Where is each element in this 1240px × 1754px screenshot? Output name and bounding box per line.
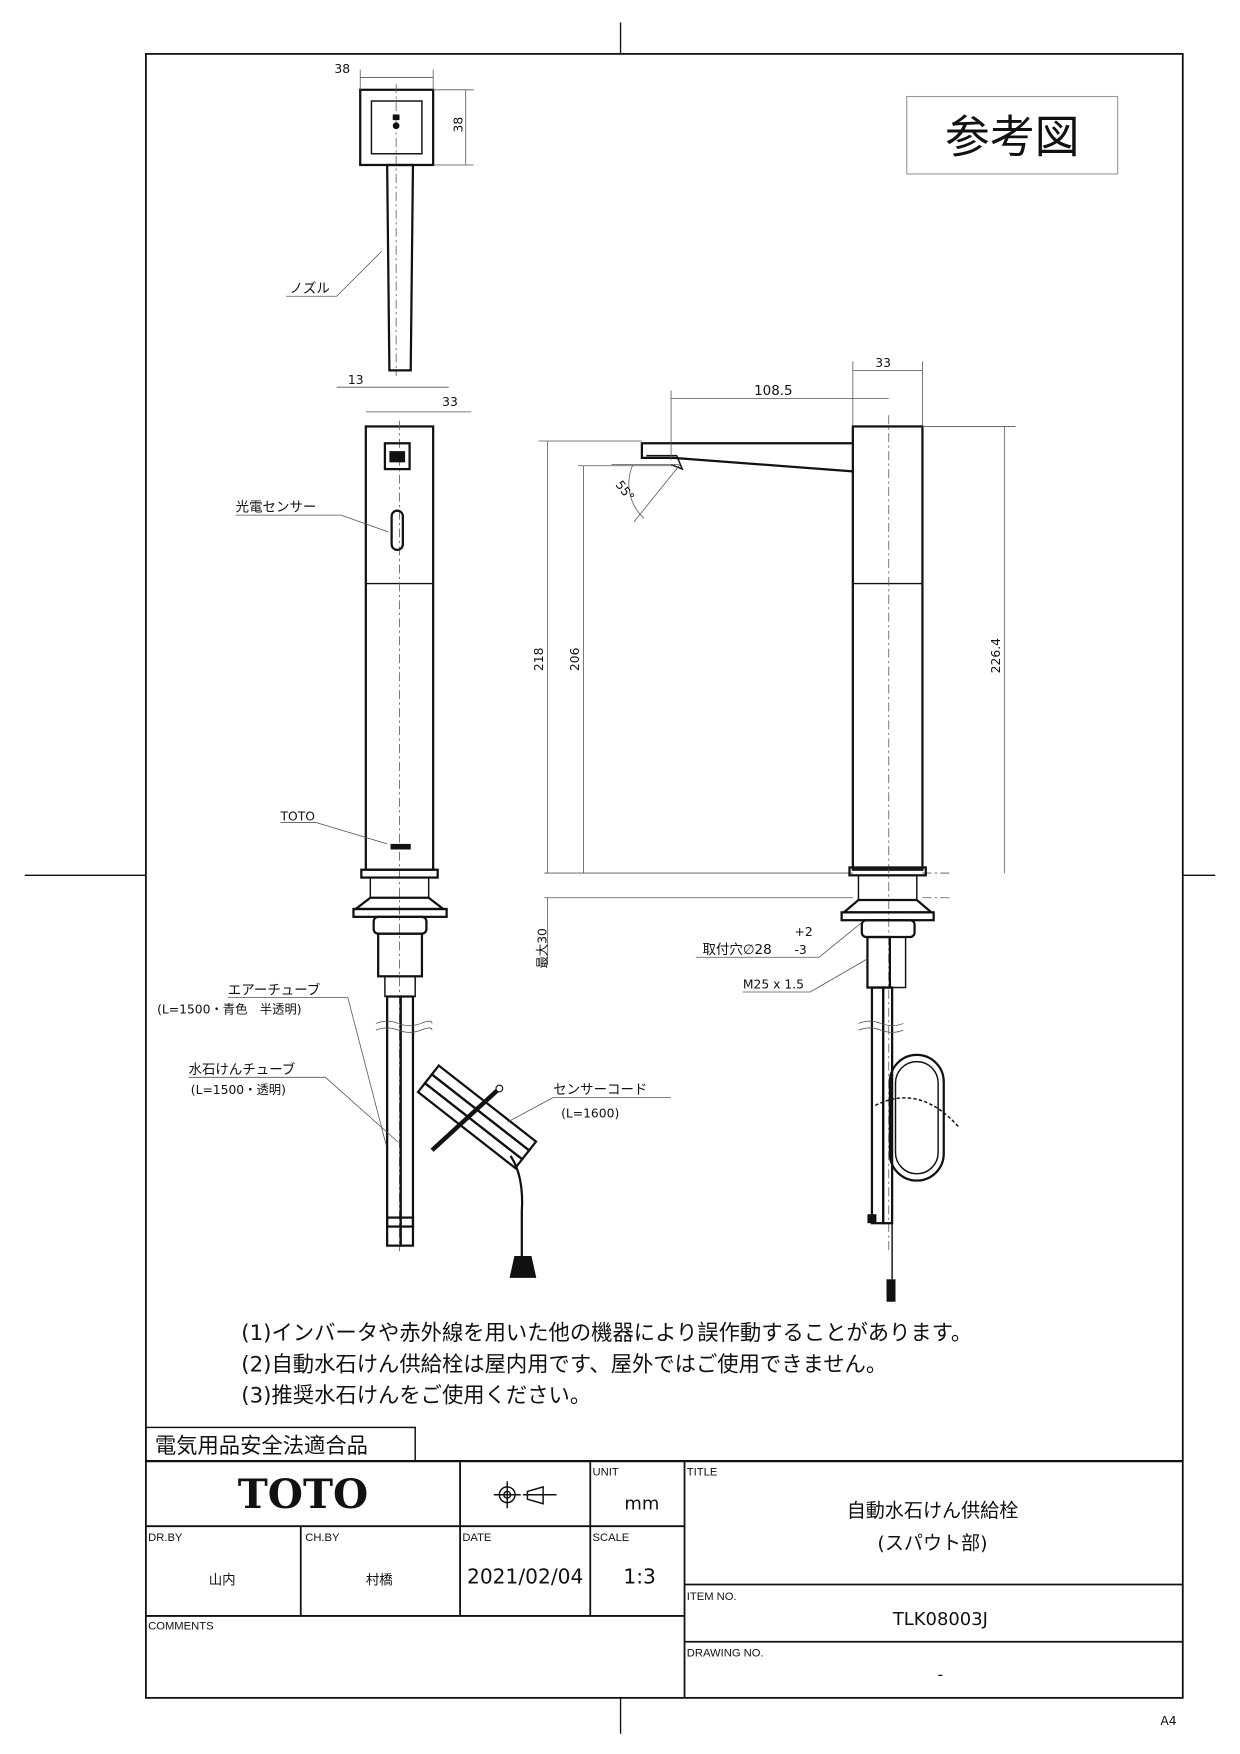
dim-spout-reach: 108.5 <box>754 384 793 399</box>
dim-body-width-left: 33 <box>442 395 458 409</box>
title-line-2: (スパウト部) <box>877 1533 987 1555</box>
item-no-label: ITEM NO. <box>687 1591 737 1603</box>
drawn-by-label: DR.BY <box>148 1532 183 1544</box>
mount-hole-label: 取付穴∅28 <box>702 942 771 958</box>
item-no: TLK08003J <box>892 1609 988 1630</box>
toto-logo: TOTO <box>238 1470 368 1518</box>
note-2: (2)自動水石けん供給栓は屋内用です、屋外ではご使用できません。 <box>241 1352 887 1377</box>
title-block: TOTO UNIT mm TITLE 自動水石けん供給栓 (スパウト部) DR.… <box>145 1459 1183 1698</box>
stamp-text: 参考図 <box>945 111 1080 164</box>
scale-value: 1:3 <box>623 1564 656 1588</box>
unit-label: UNIT <box>593 1467 619 1479</box>
left-view: 38 38 ノズル 13 33 光電センサー TOTO <box>157 62 672 1278</box>
scale-label: SCALE <box>593 1532 630 1544</box>
mount-hole-tol-plus: +2 <box>794 925 812 939</box>
sensor-cord-spec: (L=1600) <box>561 1107 619 1121</box>
dim-body-width-right: 33 <box>875 356 891 370</box>
unit-value: mm <box>624 1493 659 1514</box>
dim-top-width: 38 <box>334 62 350 76</box>
brand-label: TOTO <box>280 809 316 823</box>
thread-label: M25 x 1.5 <box>743 978 804 992</box>
dim-height-218: 218 <box>532 648 546 672</box>
sensor-cord-label: センサーコード <box>553 1083 647 1098</box>
date-value: 2021/02/04 <box>467 1564 583 1588</box>
certification-label: 電気用品安全法適合品 <box>155 1434 368 1459</box>
dim-angle: 55° <box>613 478 637 504</box>
drawn-by: 山内 <box>209 1573 236 1589</box>
soap-tube-spec: (L=1500・透明) <box>191 1083 286 1097</box>
note-1: (1)インバータや赤外線を用いた他の機器により誤作動することがあります。 <box>241 1321 972 1346</box>
dim-height-226: 226.4 <box>989 638 1003 673</box>
note-3: (3)推奨水石けんをご使用ください。 <box>241 1384 591 1409</box>
checked-by-label: CH.BY <box>305 1532 340 1544</box>
dim-top-depth: 38 <box>451 117 465 133</box>
crop-marks <box>24 22 1216 1734</box>
notes: (1)インバータや赤外線を用いた他の機器により誤作動することがあります。 (2)… <box>241 1321 972 1409</box>
drawing-no: - <box>938 1665 944 1684</box>
dim-max-thickness: 最大30 <box>535 928 549 968</box>
title-label: TITLE <box>687 1467 718 1479</box>
checked-by: 村橋 <box>366 1573 393 1589</box>
air-tube-spec: (L=1500・青色 半透明) <box>157 1001 302 1016</box>
sensor-label: 光電センサー <box>236 500 317 516</box>
reference-stamp: 参考図 <box>906 95 1119 175</box>
soap-tube-label: 水石けんチューブ <box>189 1061 296 1078</box>
title-line-1: 自動水石けん供給栓 <box>847 1500 1019 1522</box>
paper-size: A4 <box>1160 1714 1176 1728</box>
drawing-no-label: DRAWING NO. <box>687 1647 764 1659</box>
third-angle-projection-icon <box>493 1481 557 1509</box>
date-label: DATE <box>462 1532 491 1544</box>
dim-nozzle: 13 <box>348 373 364 387</box>
comments-label: COMMENTS <box>148 1620 213 1632</box>
nozzle-label: ノズル <box>290 281 330 297</box>
mount-hole-tol-minus: -3 <box>794 943 806 957</box>
dim-height-206: 206 <box>568 647 582 671</box>
right-view: 33 108.5 55° 218 206 226.4 最大30 取付穴∅28 +… <box>532 356 1016 1302</box>
air-tube-label: エアーチューブ <box>228 981 321 998</box>
